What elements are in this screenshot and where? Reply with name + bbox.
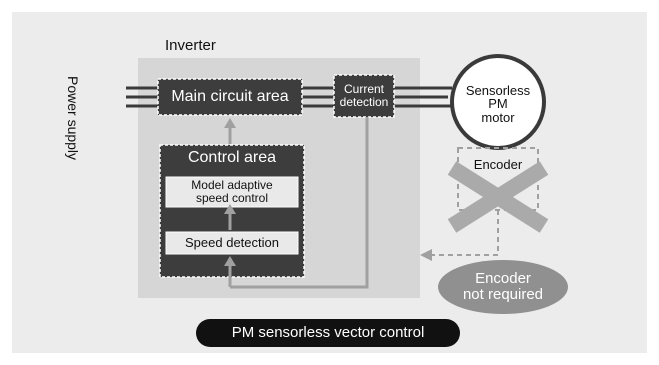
inverter-label: Inverter (165, 37, 216, 54)
current-detection-box (333, 74, 395, 118)
control-area-label: Control area (187, 148, 277, 166)
arrow-heads (224, 118, 236, 266)
encoder-not-required-label: Encoder not required (462, 270, 544, 303)
encoder-label: Encoder (473, 157, 523, 173)
speed-detection-box (165, 231, 299, 255)
speed-detection-label: Speed detection (185, 235, 279, 251)
model-adaptive-box (165, 176, 299, 208)
signal-arrows (228, 117, 369, 289)
encoder-arrow-head (420, 249, 432, 261)
encoder-cross (447, 161, 549, 233)
motor-label: Sensorless PM motor (465, 82, 531, 125)
bottom-banner-label: PM sensorless vector control (231, 324, 425, 342)
main-to-current-lines (302, 86, 334, 108)
bottom-banner (196, 319, 460, 347)
encoder-not-required-bubble (438, 260, 568, 314)
power-supply-label: Power supply (65, 76, 82, 161)
power-lines (126, 86, 158, 108)
current-detection-label: Current detection (339, 82, 389, 109)
model-adaptive-label: Model adaptive speed control (191, 178, 273, 205)
current-to-motor-lines (394, 86, 452, 108)
main-circuit-box (157, 78, 303, 116)
main-circuit-label: Main circuit area (171, 87, 289, 105)
